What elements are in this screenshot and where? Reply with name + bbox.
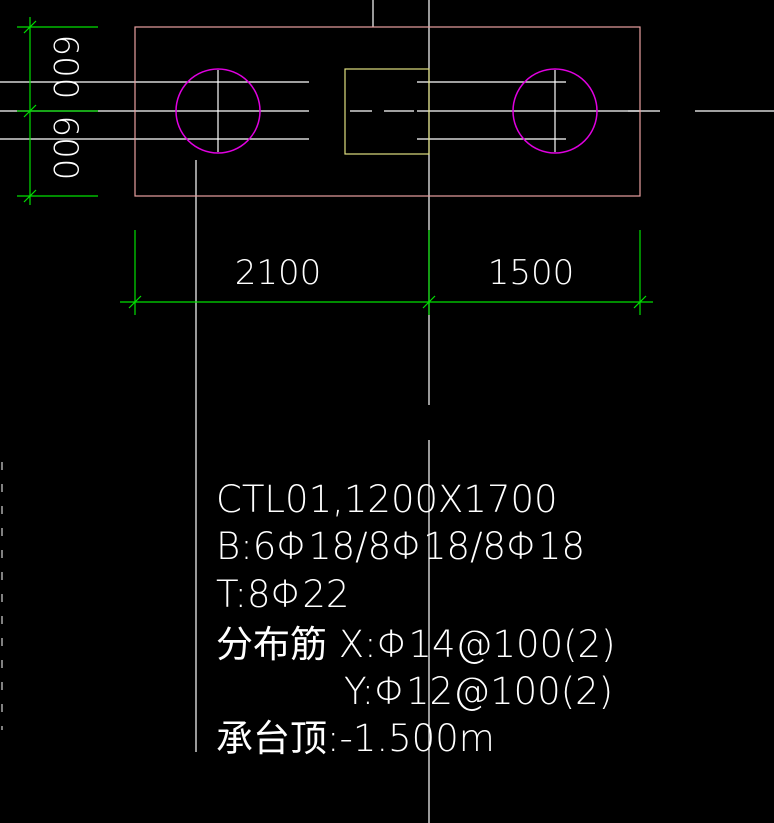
pile-left (175, 68, 261, 154)
pile-cap-outline (134, 26, 641, 197)
dim-left-tick-top (23, 20, 37, 34)
dim-left-lower-label: 600 (45, 116, 85, 181)
dim-bottom-tick-right (633, 295, 647, 309)
dim-left-tick-bot (23, 189, 37, 203)
dimension-bottom (120, 230, 653, 315)
dim-bottom-tick-left (128, 295, 142, 309)
dim-bottom-left-label: 2100 (235, 253, 322, 293)
annotation-line-3: T:8Φ22 (216, 573, 349, 616)
annotation-line-5: Y:Φ12@100(2) (344, 670, 613, 713)
annotation-line-2: B:6Φ18/8Φ18/8Φ18 (216, 525, 585, 568)
annotation-line-4: 分布筋 X:Φ14@100(2) (216, 623, 616, 666)
dim-bottom-tick-mid (422, 295, 436, 309)
annotation-line-1: CTL01,1200X1700 (216, 478, 558, 521)
dimension-left (17, 17, 98, 205)
dim-left-tick-mid (23, 104, 37, 118)
pile-right (512, 68, 598, 154)
column-outline (344, 68, 430, 155)
dim-left-upper-label: 600 (45, 35, 85, 100)
dim-bottom-right-label: 1500 (488, 253, 575, 293)
annotation-line-6: 承台顶:-1.500m (216, 717, 495, 760)
